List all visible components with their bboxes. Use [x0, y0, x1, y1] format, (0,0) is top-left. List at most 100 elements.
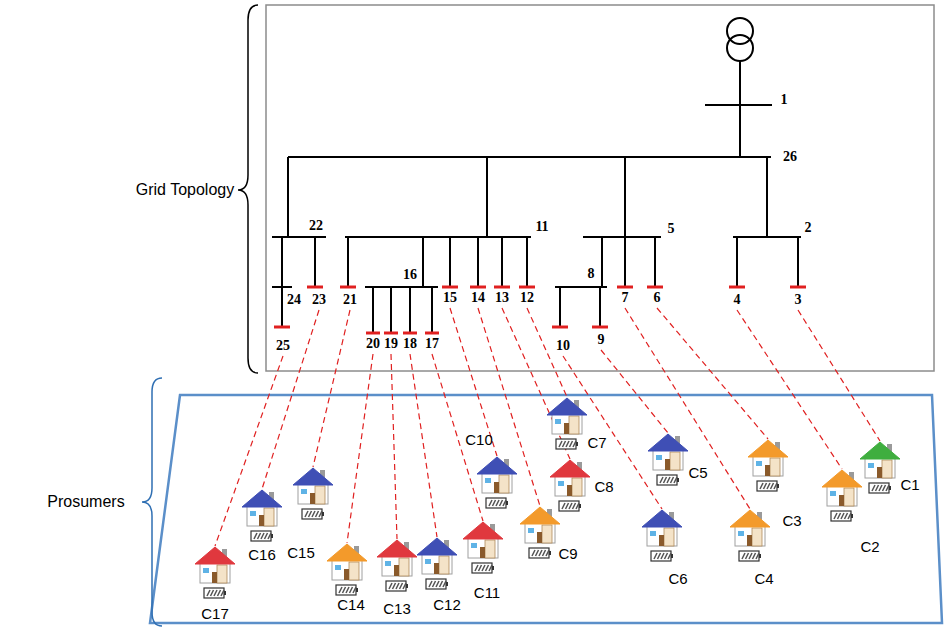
bus-number: 6: [654, 291, 661, 305]
brace: [142, 378, 162, 626]
bus-number: 12: [520, 291, 534, 305]
prosumer-plane: [150, 395, 942, 623]
prosumer-label: C17: [201, 606, 229, 621]
prosumer-house: C5: [646, 432, 690, 488]
prosumer-label: C2: [860, 539, 879, 554]
leader-line: [478, 308, 540, 506]
prosumer-label: C12: [433, 597, 461, 612]
bus-number: 10: [556, 339, 570, 353]
bus-number: 8: [588, 267, 595, 281]
house-icon: [325, 542, 369, 598]
prosumer-house: C13: [375, 538, 419, 594]
prosumer-house: C7: [545, 396, 589, 452]
prosumer-house: C9: [518, 505, 562, 561]
bus-number: 1: [781, 93, 788, 107]
bus-number: 9: [598, 333, 605, 347]
bus-number: 13: [495, 291, 509, 305]
house-icon: [291, 466, 335, 522]
house-icon: [375, 538, 419, 594]
house-icon: [240, 488, 284, 544]
leader-line: [391, 354, 397, 539]
bus-number: 18: [403, 337, 417, 351]
prosumer-house: C12: [415, 536, 459, 592]
prosumer-house: C2: [820, 468, 864, 524]
house-icon: [728, 508, 772, 564]
bus-number: 23: [312, 293, 326, 307]
topology-frame: [266, 5, 934, 371]
load-ticks: [274, 287, 806, 333]
prosumer-house: C15: [291, 466, 335, 522]
prosumer-house: C4: [728, 508, 772, 564]
prosumer-house: C8: [548, 458, 592, 514]
prosumer-house: C3: [746, 438, 790, 494]
bus-number: 24: [287, 293, 301, 307]
bus-number: 17: [425, 337, 439, 351]
bus-number: 7: [622, 291, 629, 305]
bus-number: 2: [805, 221, 812, 235]
bus-number: 16: [403, 268, 417, 282]
prosumer-label: C14: [337, 597, 365, 612]
bus-number: 5: [668, 222, 675, 236]
leader-line: [563, 356, 662, 509]
leader-line: [737, 310, 842, 469]
bus-number: 19: [384, 337, 398, 351]
bus-number: 26: [783, 150, 797, 164]
house-icon: [193, 545, 237, 601]
house-icon: [545, 396, 589, 452]
house-icon: [548, 458, 592, 514]
section-label: Grid Topology: [136, 182, 234, 198]
brace: [238, 5, 258, 373]
bus-number: 20: [366, 337, 380, 351]
leader-line: [215, 356, 283, 546]
prosumer-label: C7: [587, 435, 606, 450]
bus-number: 14: [471, 291, 485, 305]
prosumer-label: C15: [287, 545, 315, 560]
prosumer-label: C10: [465, 432, 493, 447]
prosumer-label: C3: [782, 513, 801, 528]
prosumer-house: C11: [461, 520, 505, 576]
house-icon: [475, 455, 519, 511]
bus-number: 11: [535, 220, 548, 234]
prosumer-label: C6: [668, 571, 687, 586]
section-label: Prosumers: [47, 494, 124, 510]
leader-line: [502, 308, 570, 459]
leader-line: [347, 354, 373, 543]
house-icon: [858, 440, 902, 496]
house-icon: [518, 505, 562, 561]
leader-line: [657, 308, 768, 439]
prosumer-label: C16: [248, 547, 276, 562]
prosumer-house: C14: [325, 542, 369, 598]
house-icon: [415, 536, 459, 592]
prosumer-house: C17: [193, 545, 237, 601]
bus-number: 25: [276, 339, 290, 353]
prosumer-label: C5: [688, 465, 707, 480]
house-icon: [640, 508, 684, 564]
house-icon: [746, 438, 790, 494]
prosumer-house: C16: [240, 488, 284, 544]
prosumer-label: C13: [383, 601, 411, 616]
prosumer-house: C10: [475, 455, 519, 511]
leader-line: [601, 350, 668, 433]
prosumer-label: C9: [558, 546, 577, 561]
bus-lines: [272, 61, 801, 333]
prosumer-label: C11: [474, 585, 500, 600]
leader-line: [450, 308, 497, 456]
transformer-symbol: [727, 18, 753, 61]
leader-line: [625, 308, 750, 509]
leader-line: [313, 310, 350, 467]
leader-line: [410, 354, 437, 537]
house-icon: [646, 432, 690, 488]
bus-number: 3: [795, 293, 802, 307]
house-icon: [820, 468, 864, 524]
bus-number: 4: [734, 293, 741, 307]
prosumer-label: C1: [900, 477, 919, 492]
prosumer-label: C8: [594, 479, 613, 494]
bus-number: 22: [309, 219, 323, 233]
prosumer-house: C1: [858, 440, 902, 496]
prosumer-label: C4: [754, 571, 773, 586]
bus-number: 21: [343, 293, 357, 307]
bus-number: 15: [443, 291, 457, 305]
prosumer-house: C6: [640, 508, 684, 564]
house-icon: [461, 520, 505, 576]
leader-line: [262, 310, 319, 489]
